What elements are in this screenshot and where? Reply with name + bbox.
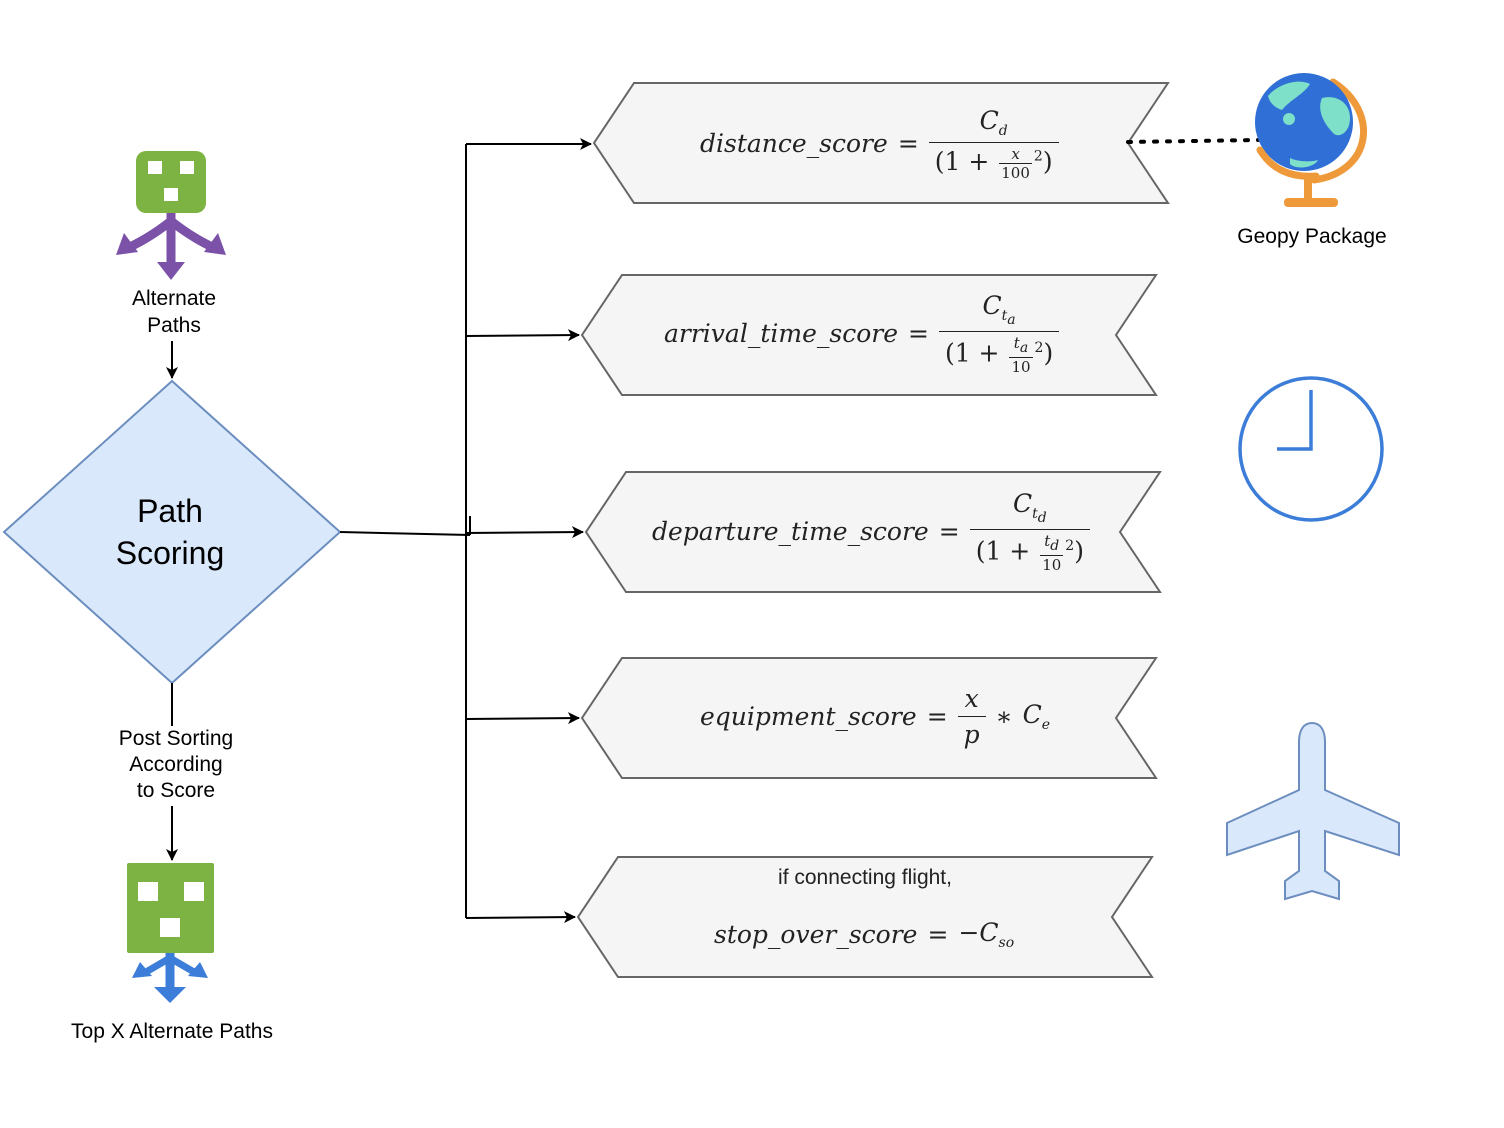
- alternate-paths-label: Alternate Paths: [131, 287, 217, 337]
- equipment-score-formula: equipment_score = x p ∗ Ce: [700, 683, 1051, 749]
- stopover-condition: if connecting flight,: [778, 866, 952, 889]
- alternate-paths-icon: [116, 151, 226, 280]
- top-x-label: Top X Alternate Paths: [71, 1020, 273, 1043]
- path-scoring-label: Path Scoring: [115, 493, 225, 571]
- departure-score-banner[interactable]: [584, 471, 1162, 593]
- stopover-score-formula: stop_over_score = −Cso: [714, 917, 1015, 951]
- dotted-link-geopy: [1126, 138, 1260, 144]
- equipment-score-banner[interactable]: [580, 657, 1158, 779]
- post-sorting-label: Post Sorting According to Score: [96, 726, 256, 804]
- arrival-score-banner[interactable]: [580, 274, 1158, 396]
- airplane-icon: [1226, 721, 1400, 901]
- connector-bus: [339, 138, 592, 924]
- distance-score-banner[interactable]: [592, 82, 1170, 204]
- stopover-score-banner[interactable]: [576, 856, 1154, 978]
- clock-icon: [1238, 376, 1384, 522]
- geopy-label: Geopy Package: [1237, 225, 1387, 248]
- globe-icon: [1255, 73, 1368, 207]
- top-paths-icon: [127, 863, 214, 1003]
- distance-score-name: distance_score: [700, 128, 888, 158]
